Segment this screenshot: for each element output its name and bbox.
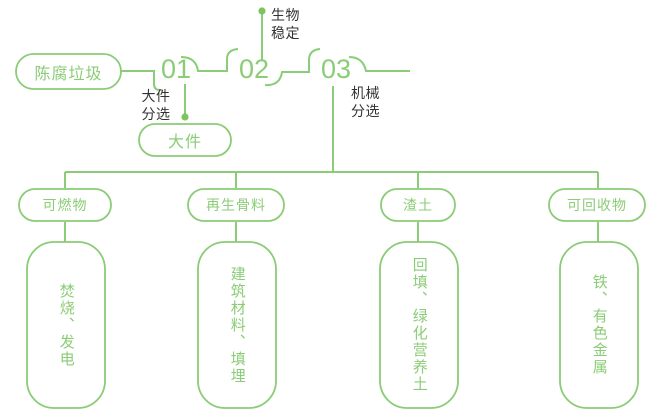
bulky-output-pill-label: 大件 [167, 134, 202, 151]
destination-box-label-3: 回填、绿化营养土 [410, 257, 428, 393]
destination-box-label-1: 焚烧、发电 [57, 282, 75, 368]
destination-box-shape-4 [559, 241, 639, 409]
destination-box-shape-3 [379, 241, 459, 409]
bio-label-dot [258, 7, 266, 15]
destination-box-4[interactable]: 铁、有色金属 [560, 242, 638, 408]
step-label-01: 大件 分选 [141, 88, 171, 122]
category-pill-label-2: 再生骨料 [206, 197, 266, 213]
step-number-01[interactable]: 01 [161, 54, 192, 84]
source-pill[interactable]: 陈腐垃圾 [16, 54, 121, 89]
category-pill-shape-4 [548, 188, 646, 222]
category-pill-label-4: 可回收物 [567, 197, 627, 213]
source-pill-label: 陈腐垃圾 [34, 65, 103, 83]
step-label-02: 生物 稳定 [271, 7, 300, 41]
bulky-label-dot [181, 113, 189, 121]
destination-box-1[interactable]: 焚烧、发电 [27, 242, 105, 408]
category-pill-shape-1 [18, 188, 112, 222]
category-pill-label-1: 可燃物 [42, 197, 88, 213]
connector-01-to-02 [180, 48, 239, 72]
destination-box-2[interactable]: 建筑材料、填埋 [198, 242, 276, 408]
connector-03-right-tail [348, 56, 410, 72]
category-pill-2[interactable]: 再生骨料 [188, 189, 284, 221]
bulky-output-pill-shape [138, 123, 232, 157]
destination-box-label-4: 铁、有色金属 [590, 274, 608, 376]
connector-02-to-03 [264, 48, 321, 87]
step-label-03: 机械 分选 [351, 85, 380, 119]
step-number-03[interactable]: 03 [321, 54, 352, 84]
destination-box-shape-1 [26, 241, 106, 409]
bulky-output-pill[interactable]: 大件 [139, 124, 231, 156]
connector-source-to-01 [121, 70, 162, 91]
destination-box-3[interactable]: 回填、绿化营养土 [380, 242, 458, 408]
source-pill-shape [15, 53, 122, 90]
category-pill-label-3: 渣土 [403, 197, 433, 213]
category-pill-1[interactable]: 可燃物 [19, 189, 111, 221]
category-pill-shape-3 [380, 188, 456, 222]
destination-box-shape-2 [197, 241, 277, 409]
step-number-02[interactable]: 02 [239, 54, 270, 84]
category-pill-4[interactable]: 可回收物 [549, 189, 645, 221]
category-pill-3[interactable]: 渣土 [381, 189, 455, 221]
category-pill-shape-2 [187, 188, 285, 222]
destination-box-label-2: 建筑材料、填埋 [228, 265, 246, 385]
